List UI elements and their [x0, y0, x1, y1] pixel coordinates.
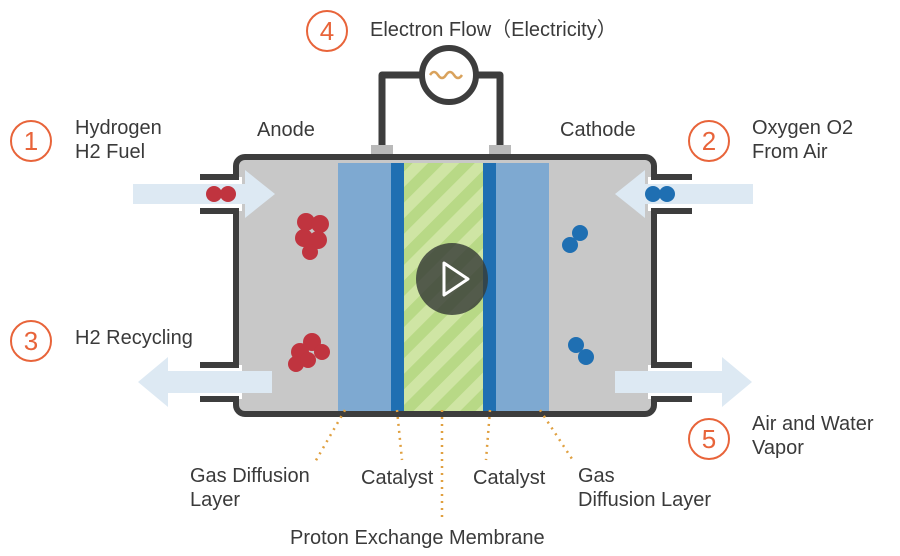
gas-diffusion-layer-right-label-1: Gas — [578, 465, 615, 487]
catalyst-right-label: Catalyst — [473, 467, 546, 489]
step-1-badge: 1 — [10, 120, 52, 162]
step-5-badge: 5 — [688, 418, 730, 460]
step-4-badge: 4 — [306, 10, 348, 52]
hydrogen-inflow-arrow — [133, 170, 275, 218]
gas-diffusion-layer-left-label-1: Gas Diffusion — [190, 465, 310, 487]
gas-diffusion-layer-left-label-2: Layer — [190, 489, 241, 511]
membrane-label: Proton Exchange Membrane — [290, 527, 545, 549]
hydrogen-molecules — [206, 186, 330, 372]
leader-lines — [313, 409, 576, 520]
oxygen-inflow-arrow — [615, 170, 753, 218]
light-bulb-icon — [419, 45, 479, 105]
anode-label: Anode — [257, 119, 315, 141]
step-2-label-line2: From Air — [752, 141, 828, 163]
step-2-label-line1: Oxygen O2 — [752, 117, 854, 139]
play-icon — [442, 261, 470, 297]
step-3-badge: 3 — [10, 320, 52, 362]
water-outflow-arrow — [615, 357, 752, 407]
step-3-label-line1: H2 Recycling — [75, 327, 193, 349]
gas-diffusion-layer-left — [338, 163, 391, 411]
step-1-label-line1: Hydrogen — [75, 117, 162, 139]
h2-recycling-arrow — [138, 357, 272, 407]
catalyst-left — [391, 163, 404, 411]
step-5-label-line1: Air and Water — [752, 413, 874, 435]
oxygen-molecules — [562, 186, 675, 365]
catalyst-right — [483, 163, 496, 411]
cathode-label: Cathode — [560, 119, 636, 141]
step-4-label-line1: Electron Flow（Electricity） — [370, 19, 617, 41]
circuit-wire — [378, 71, 504, 150]
catalyst-left-label: Catalyst — [361, 467, 434, 489]
step-2-badge: 2 — [688, 120, 730, 162]
step-1-label-line2: H2 Fuel — [75, 141, 146, 163]
gas-diffusion-layer-right — [496, 163, 549, 411]
video-play-button[interactable] — [416, 243, 488, 315]
step-5-label-line2: Vapor — [752, 437, 804, 459]
gas-diffusion-layer-right-label-2: Diffusion Layer — [578, 489, 712, 511]
